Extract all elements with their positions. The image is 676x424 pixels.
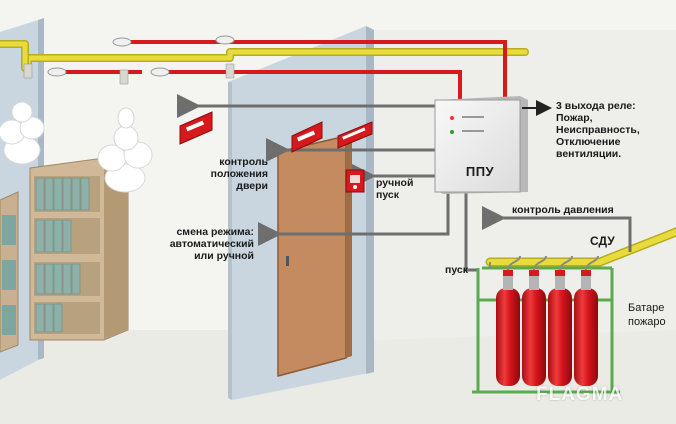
cylinder-2 xyxy=(522,270,546,386)
start-label: пуск xyxy=(445,264,469,276)
watermark: FLAGMA xyxy=(536,384,624,405)
cylinder-4 xyxy=(574,270,598,386)
manual-start-label: ручной пуск xyxy=(376,177,414,201)
battery-label: Батаре пожаро xyxy=(628,302,666,328)
gas-cylinders xyxy=(496,255,599,386)
smoke-cloud-left xyxy=(0,101,45,165)
mode-switch-label: смена режима: автоматический или ручной xyxy=(169,226,254,262)
ppu-title: ППУ xyxy=(465,164,495,179)
left-bookshelf xyxy=(0,191,19,353)
signal-lines xyxy=(177,94,632,272)
relay-outputs-label: 3 выхода реле: Пожар, Неисправность, Отк… xyxy=(556,100,640,160)
cylinder-1 xyxy=(496,270,520,386)
door xyxy=(277,135,352,377)
gas-pipe xyxy=(0,40,676,267)
door-position-label: контроль положения двери xyxy=(210,156,268,192)
center-bookshelf xyxy=(29,157,129,341)
smoke-cloud-center xyxy=(97,107,153,193)
exit-sign-icon xyxy=(179,111,373,153)
pressure-control-label: контроль давления xyxy=(512,204,614,216)
smoke-detector-icon xyxy=(23,35,235,85)
control-panel-ppu xyxy=(434,96,528,194)
sdu-label: СДУ xyxy=(590,234,615,248)
cylinder-3 xyxy=(548,270,572,386)
manual-call-point-icon xyxy=(345,169,365,193)
